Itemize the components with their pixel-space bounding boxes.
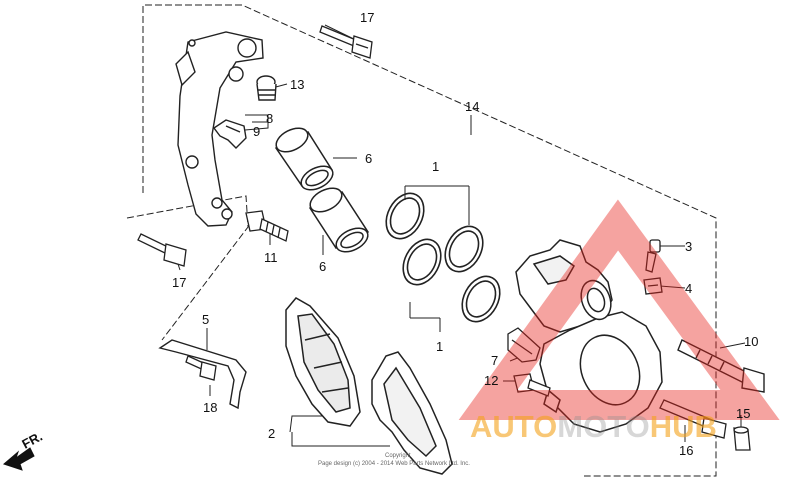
footer-copyright: Copyright [385,453,411,459]
callout-8: 8 [266,111,273,126]
callout-1-lower: 1 [436,339,443,354]
assembly-outlines [126,4,717,477]
brake-pad-inner [285,297,361,427]
seal-ring [444,225,484,273]
caliper-assembly-outline [142,4,717,477]
bleeder-cap-3 [645,239,661,273]
callout-7: 7 [491,353,498,368]
bracket-assembly-outline [126,195,249,341]
pin-plug-18 [185,355,217,381]
slide-pin-11 [245,210,289,242]
footer-page-design: Page design (c) 2004 - 2014 Web Parts Ne… [318,461,470,467]
callout-18: 18 [203,400,217,415]
callout-17-top: 17 [360,10,374,25]
callout-15: 15 [736,406,750,421]
callout-1-upper: 1 [432,159,439,174]
callout-6-upper: 6 [365,151,372,166]
callout-3: 3 [685,239,692,254]
bracket-hole-top [237,38,257,58]
bolt-head-hex [163,243,187,267]
bracket-body [177,31,264,227]
piston-seals-1 [385,192,501,323]
shim-7 [507,327,541,363]
caliper-bracket [175,31,264,227]
bracket-rivet [188,39,196,47]
watermark-text-auto: AUTO [470,409,557,444]
bracket-tab [175,50,196,87]
front-direction-arrow: FR. [3,429,45,471]
retainer-pin-5 [158,339,247,410]
callout-6-lower: 6 [319,259,326,274]
bracket-hole-pin [221,208,233,220]
callout-10: 10 [744,334,758,349]
bolt-12 [513,373,551,397]
slide-pin-16 [659,399,727,439]
callout-17-lower: 17 [172,275,186,290]
callout-4: 4 [685,281,692,296]
callout-9: 9 [253,124,260,139]
pin-bolt-10 [677,339,765,393]
boot-15 [733,426,751,451]
callout-5: 5 [202,312,209,327]
brake-pad-outer [371,351,453,475]
bracket-hole-bottom [211,197,223,209]
bleeder-valve-4 [643,277,663,295]
piston-6-upper [274,127,334,191]
callout-labels: 17 13 8 9 14 6 1 6 11 17 1 5 18 2 7 12 3… [172,10,758,458]
arrow-icon [3,447,35,471]
callout-11: 11 [264,250,278,265]
direction-label: FR. [19,429,45,452]
callout-12: 12 [484,373,498,388]
seal-ring [385,192,425,240]
callout-13: 13 [290,77,304,92]
watermark-text-moto: MOTO [557,409,649,444]
pad-spring-9 [212,119,247,149]
watermark-triangle [458,199,780,420]
bracket-hole-left [185,155,199,169]
piston-6-lower [308,187,370,253]
boot-13 [256,75,277,101]
automotohub-watermark: AUTOMOTOHUB [458,199,780,444]
seal-ring [461,275,501,323]
svg-text:AUTOMOTOHUB: AUTOMOTOHUB [470,409,717,444]
seal-ring [402,238,442,286]
leader-lines [175,24,746,447]
caliper-body [515,239,663,433]
bolt-17-lower [137,233,187,267]
bolt-head-hex [741,367,765,393]
callout-2: 2 [268,426,275,441]
watermark-text-hub: HUB [650,409,717,444]
bolt-17-top [319,25,373,59]
bolt-head-hex [351,35,373,59]
bracket-hole-mid [228,66,244,82]
callout-16: 16 [679,443,693,458]
callout-14: 14 [465,99,479,114]
